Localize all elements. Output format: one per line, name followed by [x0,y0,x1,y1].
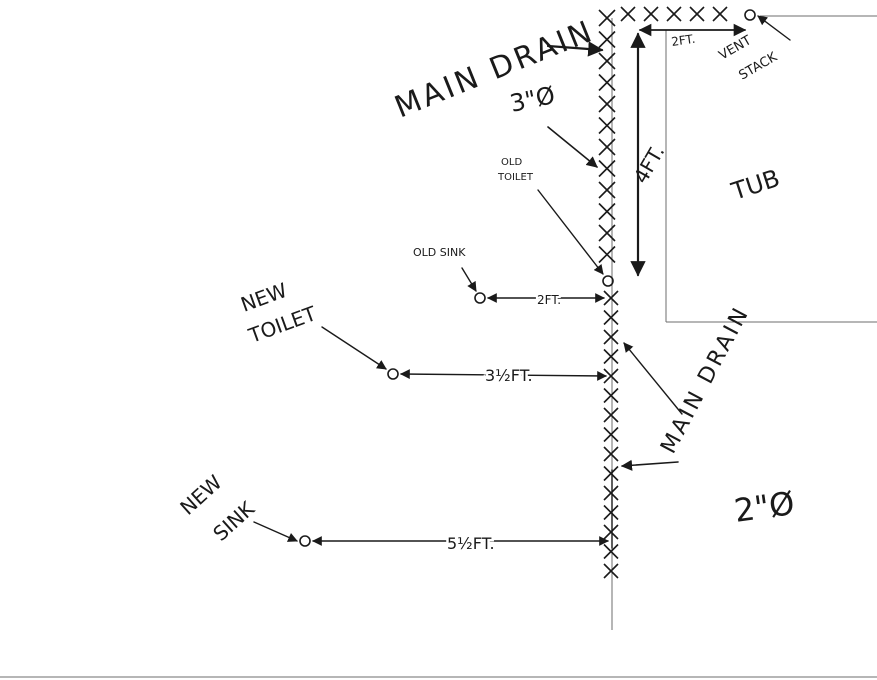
new-sink-label-line1: NEW [175,470,226,520]
pipe-x-mark [603,563,619,579]
old-toilet-circle [602,275,614,287]
main-drain-bottom-arrow-2 [620,459,679,471]
pipe-x-mark [598,9,616,27]
vent-stack-label-line1: VENT [717,33,755,63]
pipe-x-mark [603,446,619,462]
main-drain-bottom-label: MAIN DRAIN 2"Ø [656,302,797,530]
main-drain-3in-pipe [598,9,616,264]
new-toilet-circle [387,368,399,380]
main-drain-top-arrow-2 [547,126,598,168]
main-drain-top-arrow [546,41,604,57]
main-drain-bottom-size: 2"Ø [732,484,797,530]
new-toilet-dimension: 3½FT. [485,366,533,385]
pipe-x-mark [666,6,682,22]
pipe-x-mark [689,6,705,22]
new-sink-dimension: 5½FT. [447,534,495,553]
pipe-x-mark [603,309,619,326]
pipe-x-mark [598,138,616,156]
new-sink-label-line2: SINK [208,496,259,546]
main-drain-top-text: MAIN DRAIN [390,14,599,126]
new-sink-arrow [253,521,298,542]
pipe-x-mark [603,387,619,404]
pipe-x-mark [603,348,619,365]
pipe-x-mark [603,504,619,521]
pipe-x-mark [598,159,616,178]
pipe-x-mark [603,543,619,560]
main-drain-top-size: 3"Ø [507,81,557,118]
new-toilet-dimension-line [400,369,607,381]
old-toilet-label-line1: OLD [501,157,522,168]
pipe-x-mark [598,116,616,135]
old-toilet-arrow [537,189,604,275]
main-drain-bottom-arrow-1 [623,342,683,415]
tub-label: TUB [727,164,783,206]
drain-horizontal-pipe [620,6,728,22]
pipe-x-mark [598,202,616,221]
main-drain-2in-pipe [603,290,619,579]
vent-stack-circle [744,9,756,21]
vent-stack-arrow [757,15,791,41]
pipe-x-mark [603,407,619,423]
pipe-x-mark [598,52,616,70]
pipe-x-mark [598,245,616,264]
pipe-x-mark [598,95,616,113]
vent-vertical-dimension: 4FT. [629,141,670,188]
pipe-x-mark [598,73,616,92]
pipe-x-mark [603,426,619,443]
pipe-x-mark [603,290,619,306]
old-sink-arrow [461,267,477,292]
pipe-x-mark [620,6,636,22]
new-sink-circle [299,535,311,547]
pipe-x-mark [643,6,659,22]
vent-horizontal-dimension: 2FT. [670,32,696,49]
pipe-x-mark [603,329,619,345]
old-sink-dimension: 2FT. [537,293,561,307]
vent-stack-label-line2: STACK [737,50,781,84]
pipe-x-mark [598,181,616,199]
pipe-x-mark [603,465,619,482]
pipe-x-mark [712,6,728,22]
new-toilet-arrow [321,326,387,370]
old-toilet-label-line2: TOILET [497,172,534,183]
pipe-x-mark [598,224,616,242]
old-sink-circle [474,292,486,304]
pipe-x-mark [603,485,619,501]
main-drain-bottom-line1: MAIN DRAIN [656,302,755,458]
main-drain-top-label: MAIN DRAIN [390,14,599,126]
old-sink-label: OLD SINK [413,246,466,259]
